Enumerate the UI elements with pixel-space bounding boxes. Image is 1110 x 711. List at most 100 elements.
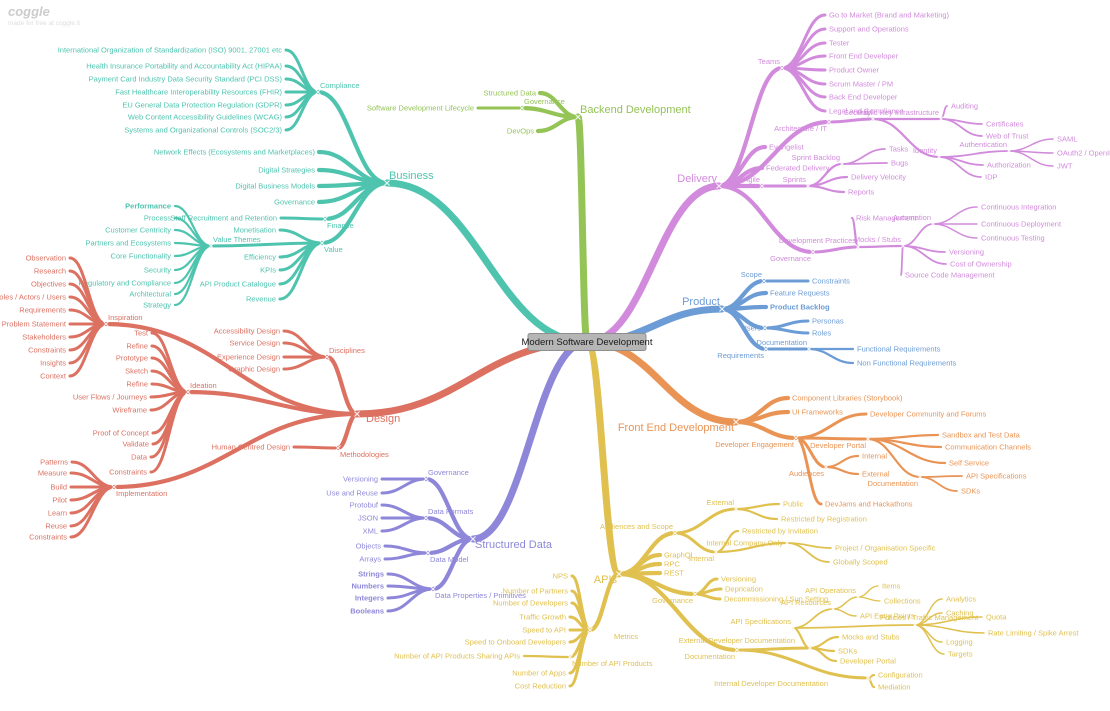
node-label[interactable]: Non Functional Requirements [857, 359, 956, 368]
node-label[interactable]: Go to Market (Brand and Marketing) [829, 11, 950, 20]
node-label[interactable]: Structured Data [475, 539, 553, 551]
node-label[interactable]: Versioning [949, 248, 984, 257]
node-label[interactable]: Delivery [677, 173, 717, 185]
node-label[interactable]: Documentation [868, 479, 918, 488]
branch-curve[interactable] [714, 541, 789, 554]
node-label[interactable]: Certificates [986, 120, 1024, 129]
branch-curve[interactable] [316, 167, 390, 186]
node-label[interactable]: Finance [327, 221, 354, 230]
node-label[interactable]: Front End Development [618, 422, 734, 434]
node-label[interactable]: Architecture / IT [774, 124, 827, 133]
node-label[interactable]: Sprints [783, 175, 807, 184]
node-label[interactable]: Automation [893, 213, 931, 222]
node-label[interactable]: International Organization of Standardiz… [58, 46, 283, 55]
node-label[interactable]: Internal [689, 554, 714, 563]
branch-curve[interactable] [583, 338, 623, 578]
node-label[interactable]: Continuous Testing [981, 234, 1045, 243]
branch-curve[interactable] [857, 585, 879, 598]
node-label[interactable]: SDKs [838, 647, 857, 656]
node-label[interactable]: JWT [1057, 162, 1073, 171]
node-label[interactable]: External [706, 498, 734, 507]
branch-curve[interactable] [319, 180, 390, 246]
branch-curve[interactable] [568, 628, 592, 688]
node-label[interactable]: Requirements [19, 306, 66, 315]
node-label[interactable]: Efficiency [244, 253, 276, 262]
node-label[interactable]: Development Practices [779, 236, 856, 245]
branch-curve[interactable] [380, 477, 428, 495]
node-label[interactable]: Test [134, 329, 149, 338]
node-label[interactable]: Pilot [52, 496, 68, 505]
node-label[interactable]: Validate [122, 440, 149, 449]
branch-curve[interactable] [794, 436, 823, 506]
node-label[interactable]: Fast Healthcare Interoperability Resourc… [115, 88, 282, 97]
branch-curve[interactable] [914, 624, 985, 634]
node-label[interactable]: Performance [125, 202, 171, 211]
node-label[interactable]: Data Properties / Primitives [435, 591, 526, 600]
node-label[interactable]: API Operations [805, 586, 856, 595]
node-label[interactable]: Public [783, 500, 804, 509]
node-label[interactable]: Documentation [757, 338, 807, 347]
node-label[interactable]: Strings [358, 570, 384, 579]
branch-curve[interactable] [430, 536, 476, 592]
node-label[interactable]: DevJams and Hackathons [825, 500, 913, 509]
branch-curve[interactable] [914, 624, 945, 655]
node-label[interactable]: Staff Recruitment and Retention [170, 214, 277, 223]
node-label[interactable]: UI Frameworks [792, 408, 843, 417]
node-label[interactable]: GraphQL [664, 551, 695, 560]
branch-curve[interactable] [780, 13, 827, 70]
branch-curve[interactable] [583, 338, 740, 426]
node-label[interactable]: API Resources [781, 598, 831, 607]
branch-curve[interactable] [938, 150, 1010, 158]
branch-curve[interactable] [827, 117, 875, 124]
node-label[interactable]: Process [144, 214, 171, 223]
node-label[interactable]: Web of Trust [986, 132, 1029, 141]
node-label[interactable]: SAML [1057, 135, 1077, 144]
node-label[interactable]: Scrum Master / PM [829, 80, 893, 89]
node-label[interactable]: Arrays [359, 555, 381, 564]
branch-curve[interactable] [68, 322, 108, 378]
node-label[interactable]: Payment Card Industry Data Security Stan… [89, 75, 283, 84]
node-label[interactable]: Legal and Compliance [829, 107, 904, 116]
node-label[interactable]: Value [324, 245, 343, 254]
branch-curve[interactable] [792, 608, 834, 629]
node-label[interactable]: Data [131, 453, 148, 462]
branch-curve[interactable] [68, 256, 108, 326]
node-label[interactable]: Personas [812, 317, 844, 326]
node-label[interactable]: Globally Scoped [833, 558, 888, 567]
branch-curve[interactable] [716, 183, 816, 255]
branch-curve[interactable] [209, 241, 324, 248]
node-label[interactable]: Metrics [614, 632, 638, 641]
branch-curve[interactable] [693, 592, 722, 601]
node-label[interactable]: Accessibility Design [214, 327, 280, 336]
node-label[interactable]: Roles / Actors / Users [0, 293, 66, 302]
node-label[interactable]: Learn [48, 509, 67, 518]
node-label[interactable]: Observation [26, 254, 66, 263]
node-label[interactable]: Number of API Products Sharing APIs [394, 652, 520, 661]
node-label[interactable]: REST [664, 569, 684, 578]
branch-curve[interactable] [841, 162, 888, 165]
node-label[interactable]: Developer Community and Forums [870, 410, 987, 419]
node-label[interactable]: Delivery Velocity [851, 173, 906, 182]
branch-curve[interactable] [780, 54, 827, 70]
node-label[interactable]: Configuration [878, 671, 923, 680]
branch-curve[interactable] [111, 411, 360, 490]
node-label[interactable]: Constraints [29, 533, 67, 542]
node-label[interactable]: Traffic Growth [519, 613, 566, 622]
node-label[interactable]: Mediation [878, 683, 911, 692]
node-label[interactable]: Partners and Ecosystems [86, 239, 172, 248]
node-label[interactable]: Strategy [143, 301, 171, 310]
node-label[interactable]: Design [366, 413, 400, 425]
node-label[interactable]: Compliance [320, 81, 360, 90]
branch-curve[interactable] [856, 244, 905, 249]
branch-curve[interactable] [278, 241, 324, 301]
node-label[interactable]: Analytics [946, 595, 976, 604]
node-label[interactable]: Speed to Onboard Developers [465, 638, 567, 647]
node-label[interactable]: API Specifications [966, 472, 1027, 481]
node-label[interactable]: Cost Reduction [515, 682, 566, 691]
branch-curve[interactable] [811, 245, 860, 254]
node-label[interactable]: Project / Organisation Specific [835, 544, 936, 553]
node-label[interactable]: Front End Developer [829, 52, 899, 61]
node-label[interactable]: Sketch [125, 367, 148, 376]
node-label[interactable]: Tester [829, 39, 850, 48]
branch-curve[interactable] [900, 245, 904, 276]
